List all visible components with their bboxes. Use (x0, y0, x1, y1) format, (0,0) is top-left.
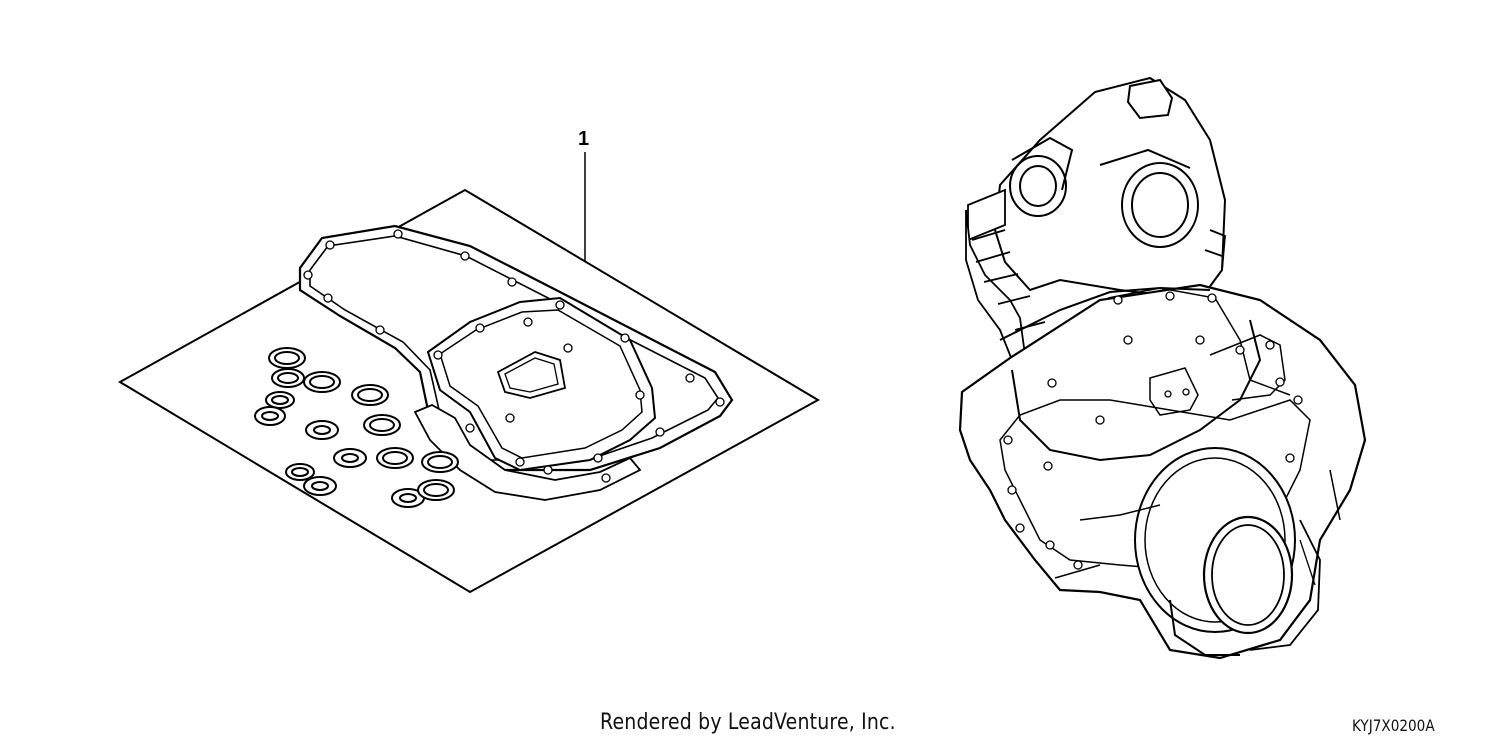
small-cover-gasket (1150, 368, 1198, 415)
side-gasket (415, 405, 640, 500)
callout-1: 1 (578, 128, 590, 150)
crankcase-o-ring (1204, 517, 1292, 633)
valve-cap-right (1122, 163, 1198, 247)
cylinder-fins (966, 190, 1225, 360)
gasket-bolt-holes (304, 230, 724, 482)
credit-text: Rendered by LeadVenture, Inc. (600, 710, 896, 735)
diagram-code: KYJ7X0200A (1352, 716, 1435, 735)
engine-illustration (960, 78, 1365, 658)
o-rings (255, 348, 458, 507)
valve-cap-left (1010, 156, 1066, 216)
gasket-kit-illustration (120, 152, 818, 592)
